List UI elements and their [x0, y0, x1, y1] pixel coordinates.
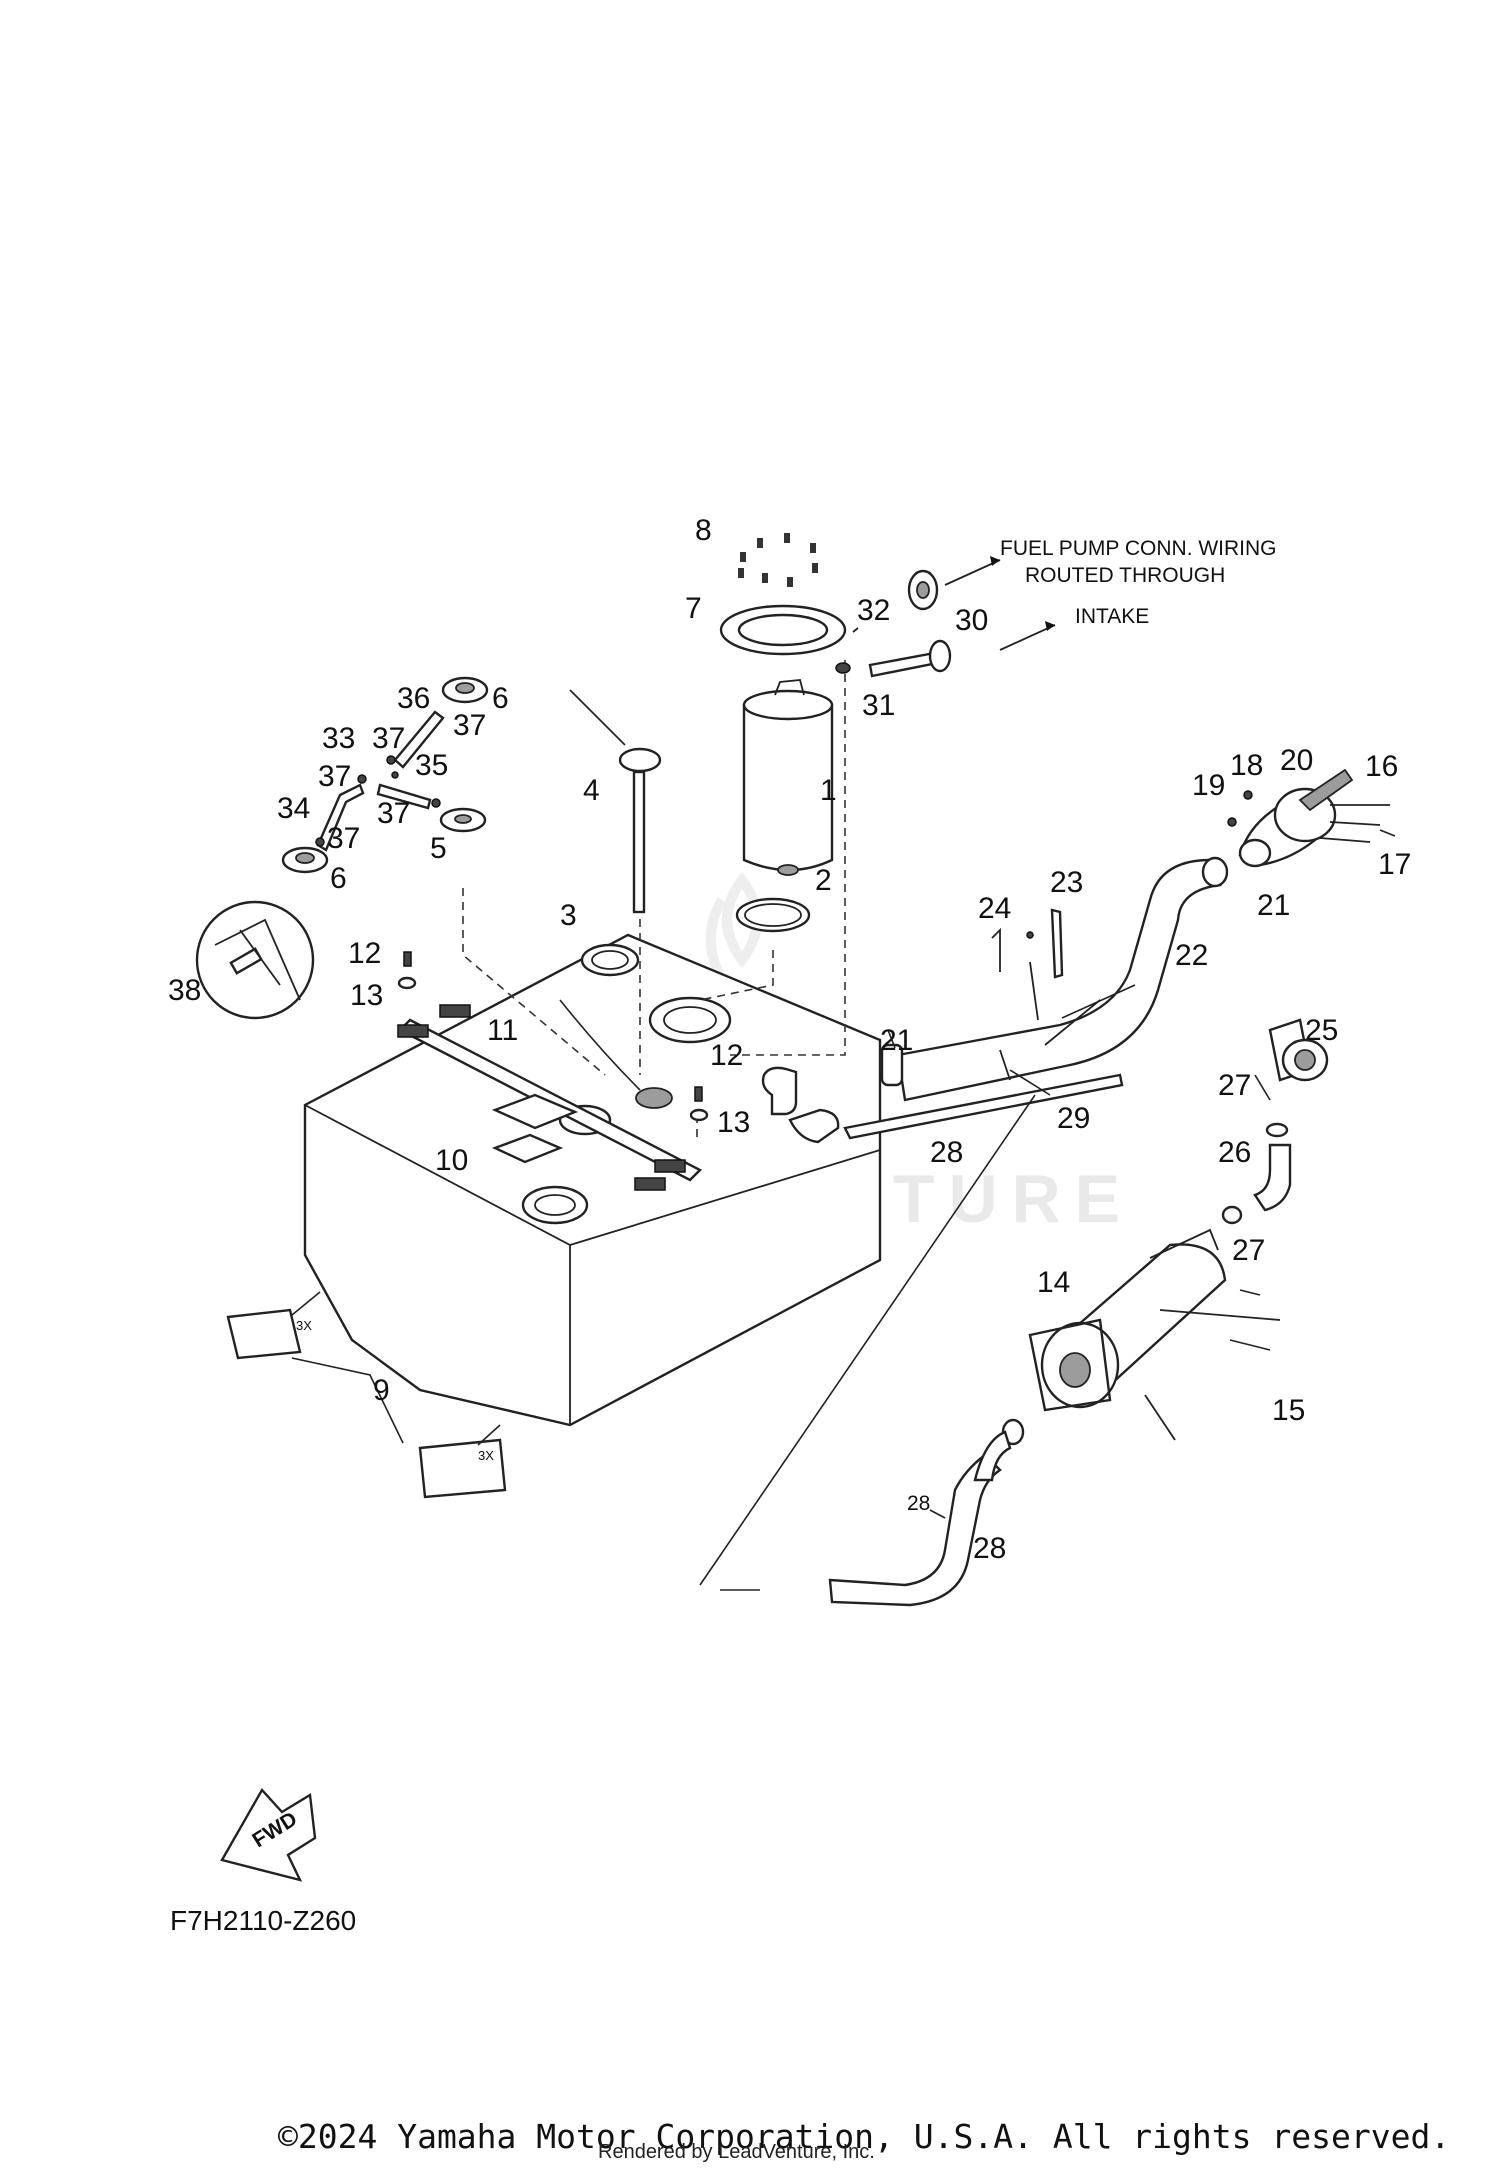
- callout-32: 32: [857, 594, 890, 627]
- callout-37b: 37: [372, 722, 405, 755]
- qty-note-b: 3X: [478, 1448, 494, 1463]
- detail-inset: [195, 900, 315, 1020]
- callout-16: 16: [1365, 750, 1398, 783]
- copyright-notice: ©2024 Yamaha Motor Corporation, U.S.A. A…: [278, 2117, 1450, 2156]
- note-wiring-line1: FUEL PUMP CONN. WIRING: [1000, 537, 1277, 560]
- callout-22: 22: [1175, 939, 1208, 972]
- callout-17: 17: [1378, 848, 1411, 881]
- callout-20: 20: [1280, 744, 1313, 777]
- hose-bracket: [991, 908, 1064, 979]
- callout-37a: 37: [453, 709, 486, 742]
- callout-37d: 37: [377, 797, 410, 830]
- callout-3: 3: [560, 899, 577, 932]
- fuel-pump-assembly: [719, 533, 847, 933]
- fuel-tank: [303, 933, 882, 1427]
- callout-28b: 28: [907, 1492, 930, 1515]
- lower-fuel-hose: [828, 1418, 1025, 1607]
- pressure-regulator: [1221, 1018, 1329, 1225]
- callout-23: 23: [1050, 866, 1083, 899]
- note-intake: INTAKE: [1075, 605, 1149, 628]
- qty-note-a: 3X: [296, 1318, 312, 1333]
- callout-36: 36: [397, 682, 430, 715]
- callout-6b: 6: [330, 862, 347, 895]
- callout-21b: 21: [880, 1024, 913, 1057]
- callout-15: 15: [1272, 1394, 1305, 1427]
- callout-24: 24: [978, 892, 1011, 925]
- fuel-level-sensor: [569, 689, 662, 914]
- note-wiring-line2: ROUTED THROUGH: [1025, 564, 1225, 587]
- callout-labels: 1 2 3 4 5 6 6 7 8 9 10 11 12 12 13 13 14…: [168, 514, 1411, 1565]
- fasteners: [397, 951, 709, 1122]
- tank-pads: 3X 3X: [226, 1291, 507, 1499]
- callout-29: 29: [1057, 1102, 1090, 1135]
- callout-35: 35: [415, 749, 448, 782]
- callout-13a: 13: [350, 979, 383, 1012]
- forward-direction-arrow: FWD: [220, 1787, 317, 1882]
- callout-28c: 28: [973, 1532, 1006, 1565]
- callout-27b: 27: [1232, 1234, 1265, 1267]
- callout-13b: 13: [717, 1106, 750, 1139]
- callout-37e: 37: [327, 822, 360, 855]
- callout-28a: 28: [930, 1136, 963, 1169]
- note-arrows: [944, 556, 1101, 1046]
- callout-30: 30: [955, 604, 988, 637]
- callout-34: 34: [277, 792, 310, 825]
- diagram-code: F7H2110-Z260: [170, 1905, 356, 1936]
- callout-14: 14: [1037, 1266, 1070, 1299]
- callout-21a: 21: [1257, 889, 1290, 922]
- callout-11: 11: [487, 1014, 518, 1047]
- callout-19: 19: [1192, 769, 1225, 802]
- callout-8: 8: [695, 514, 712, 547]
- callout-33: 33: [322, 722, 355, 755]
- callout-10: 10: [435, 1144, 468, 1177]
- fuel-filter: [1028, 1228, 1281, 1441]
- callout-7: 7: [685, 592, 702, 625]
- filler-assembly: [843, 768, 1396, 1140]
- callout-6a: 6: [492, 682, 509, 715]
- grommet-and-intake-fitting: [835, 569, 952, 678]
- callout-12a: 12: [348, 937, 381, 970]
- callout-12b: 12: [710, 1039, 743, 1072]
- callout-2: 2: [815, 864, 832, 897]
- callout-26: 26: [1218, 1136, 1251, 1169]
- callout-1: 1: [820, 774, 837, 807]
- callout-31: 31: [862, 689, 895, 722]
- callout-5: 5: [430, 832, 447, 865]
- rendered-by: Rendered by LeadVenture, Inc.: [598, 2141, 875, 2163]
- callout-27a: 27: [1218, 1069, 1251, 1102]
- callout-25: 25: [1305, 1014, 1338, 1047]
- callout-4: 4: [583, 774, 600, 807]
- callout-37c: 37: [318, 760, 351, 793]
- callout-38: 38: [168, 974, 201, 1007]
- callout-18: 18: [1230, 749, 1263, 782]
- callout-9: 9: [373, 1374, 390, 1407]
- vent-hose-group: [281, 676, 489, 874]
